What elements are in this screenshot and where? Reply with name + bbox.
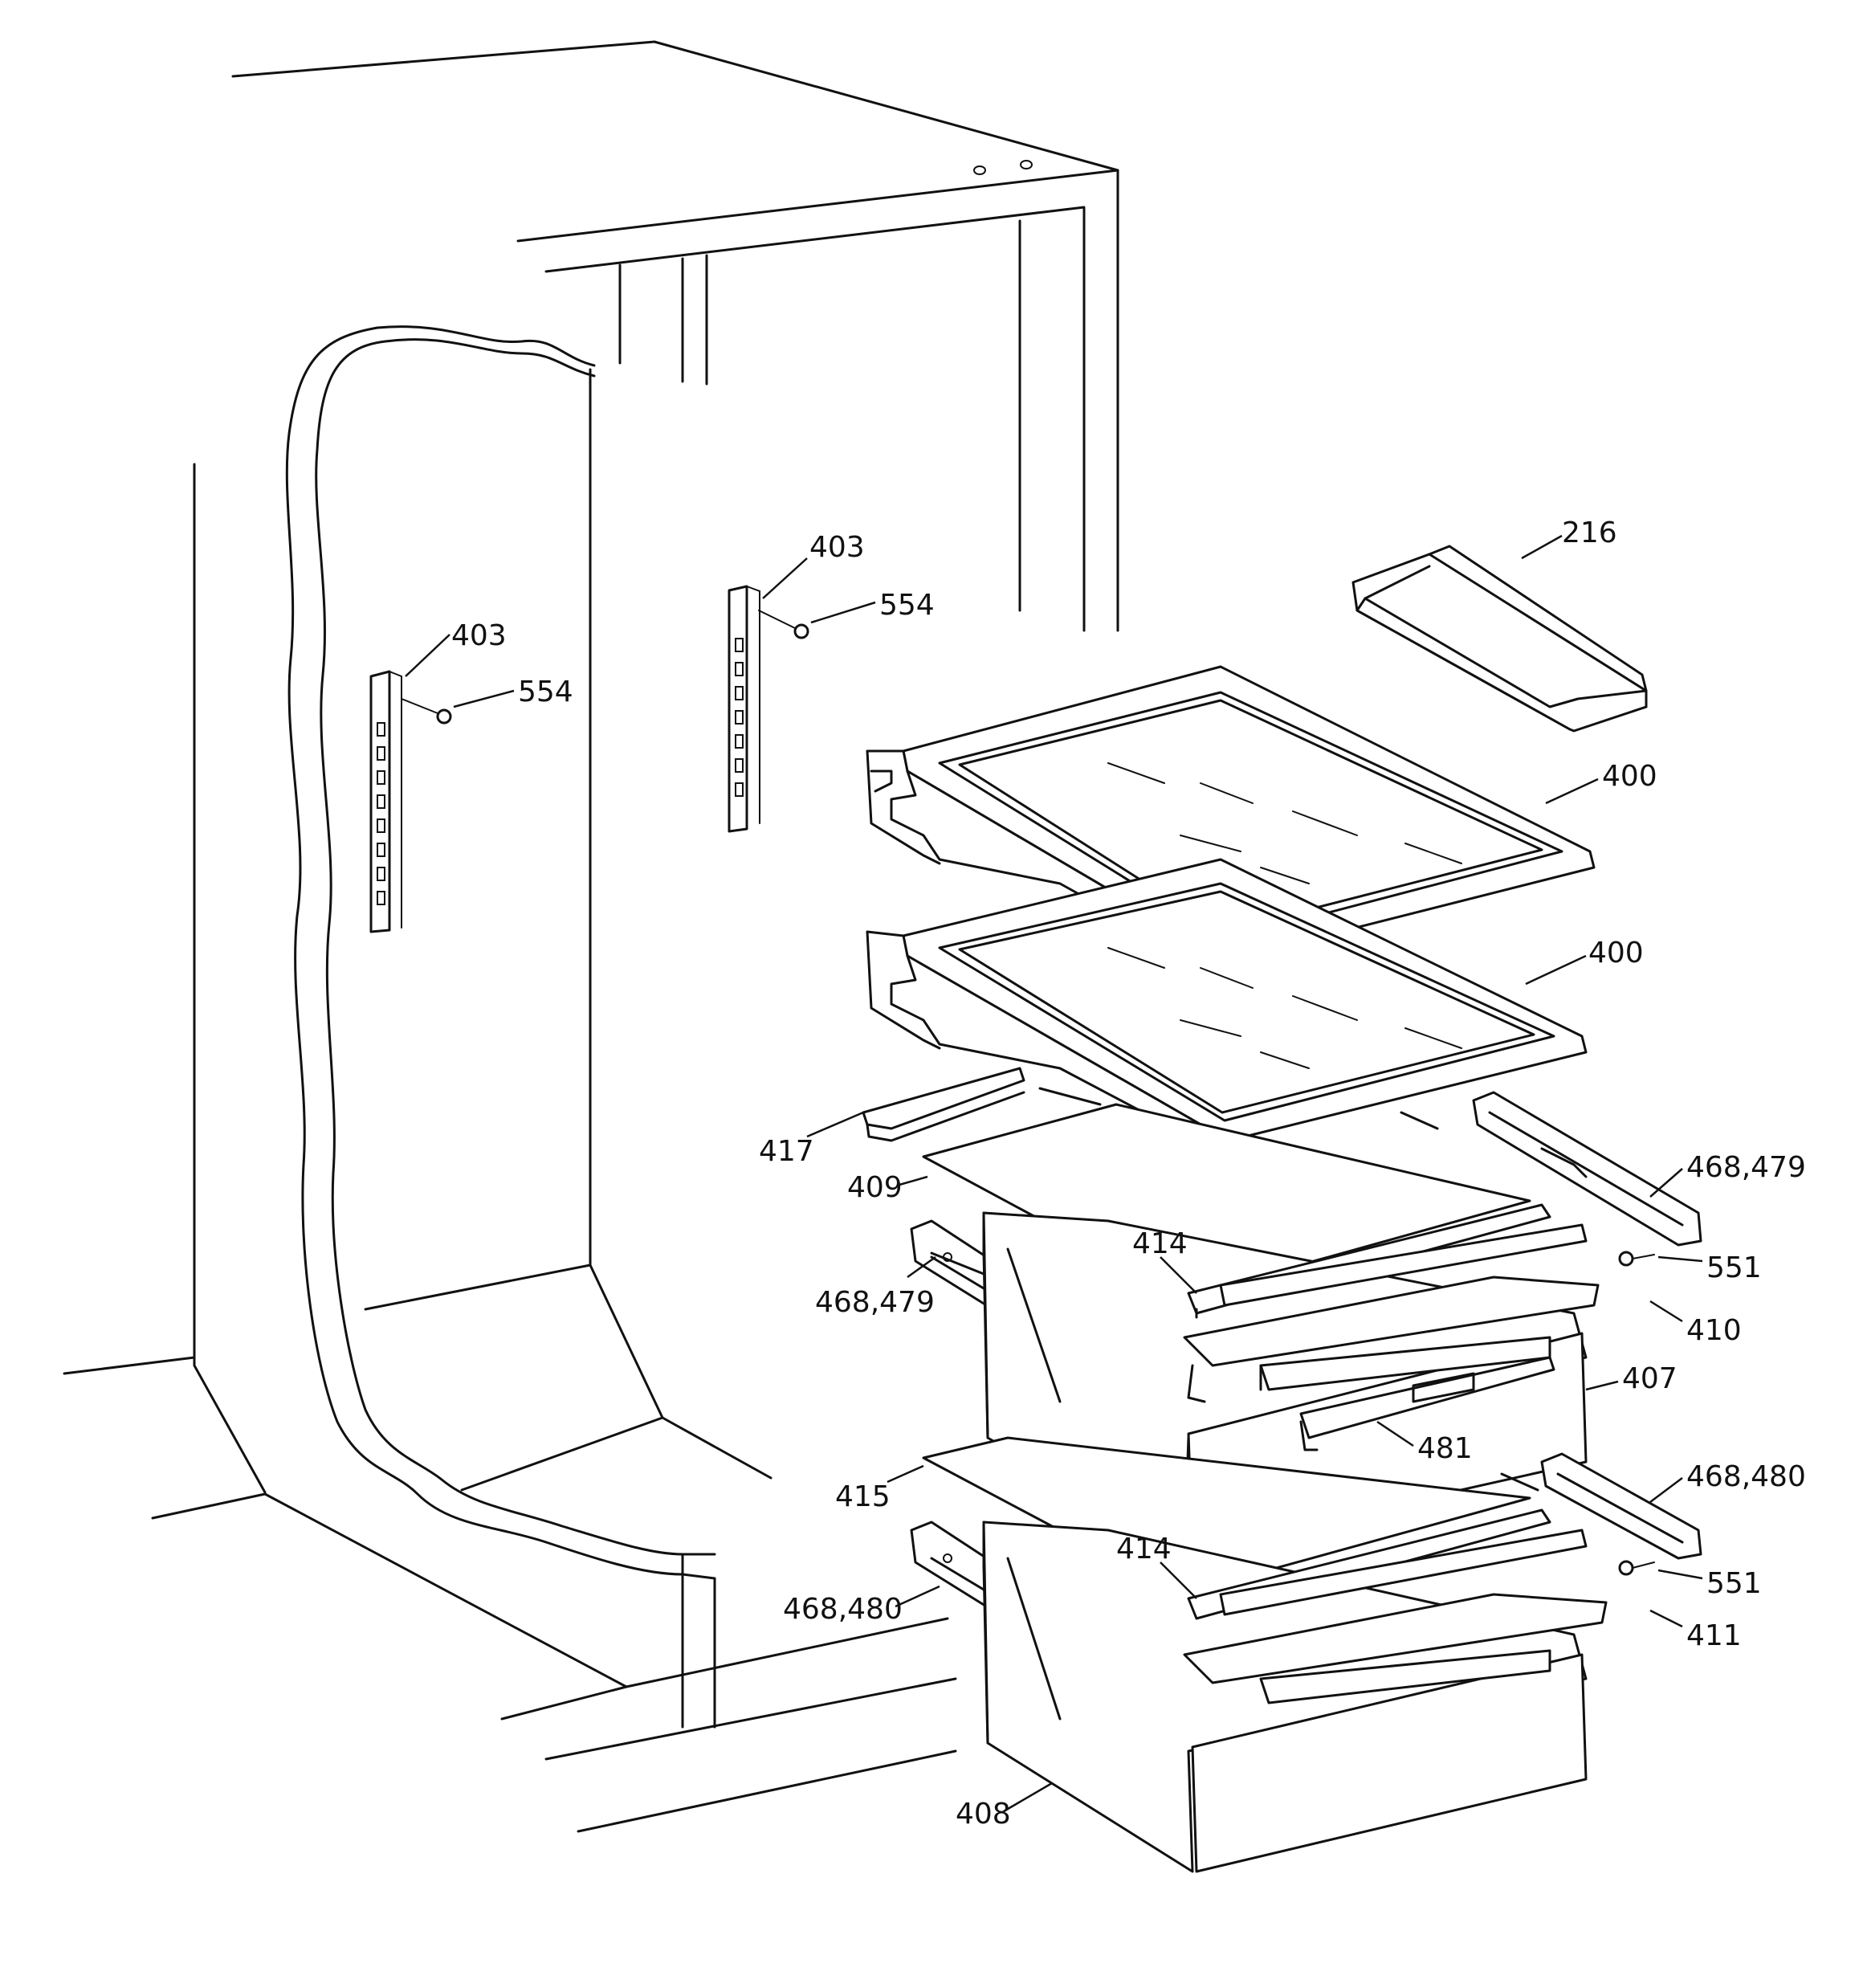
- shelf-support-left: [369, 670, 402, 933]
- part-labels: 216 400 400 403 554 403 554 417 409 414 …: [451, 516, 1806, 1831]
- label-410: 410: [1686, 1314, 1742, 1347]
- refrigerator-cabinet: [63, 40, 1119, 1833]
- drawer-slide-right-upper: [1400, 1091, 1702, 1247]
- label-468-480-right: 468,480: [1686, 1460, 1806, 1493]
- label-411: 411: [1686, 1619, 1742, 1652]
- label-468-479-left: 468,479: [815, 1286, 935, 1319]
- label-415: 415: [835, 1480, 891, 1513]
- door-bin: [1351, 545, 1648, 733]
- drawer-slide-right-lower: [1500, 1452, 1702, 1560]
- label-417: 417: [759, 1135, 814, 1168]
- label-551-upper: 551: [1706, 1251, 1762, 1284]
- glass-shelf-lower: [866, 858, 1588, 1146]
- label-554-left: 554: [518, 676, 573, 708]
- screw-icon: [1618, 1251, 1655, 1267]
- label-481: 481: [1417, 1432, 1473, 1465]
- label-407: 407: [1622, 1362, 1678, 1395]
- label-403-right: 403: [809, 531, 865, 564]
- label-409: 409: [847, 1171, 903, 1204]
- screw-icon: [1618, 1560, 1655, 1576]
- shelf-support-right: [728, 585, 760, 833]
- label-408: 408: [956, 1798, 1011, 1831]
- label-468-479-right: 468,479: [1686, 1151, 1806, 1184]
- label-216: 216: [1562, 516, 1617, 549]
- leader-lines: [405, 534, 1703, 1813]
- screw-icon: [758, 610, 809, 639]
- label-551-lower: 551: [1706, 1567, 1762, 1600]
- crisper-drawer-lower: [982, 1508, 1608, 1873]
- label-400-upper: 400: [1602, 760, 1657, 793]
- label-403-left: 403: [451, 619, 507, 652]
- shelf-rail: [862, 1067, 1102, 1142]
- label-414-upper: 414: [1132, 1227, 1188, 1260]
- screw-icon: [401, 698, 452, 725]
- label-468-480-left: 468,480: [783, 1593, 903, 1626]
- label-400-lower: 400: [1588, 937, 1644, 970]
- label-414-lower: 414: [1116, 1533, 1172, 1565]
- label-554-right: 554: [879, 589, 935, 622]
